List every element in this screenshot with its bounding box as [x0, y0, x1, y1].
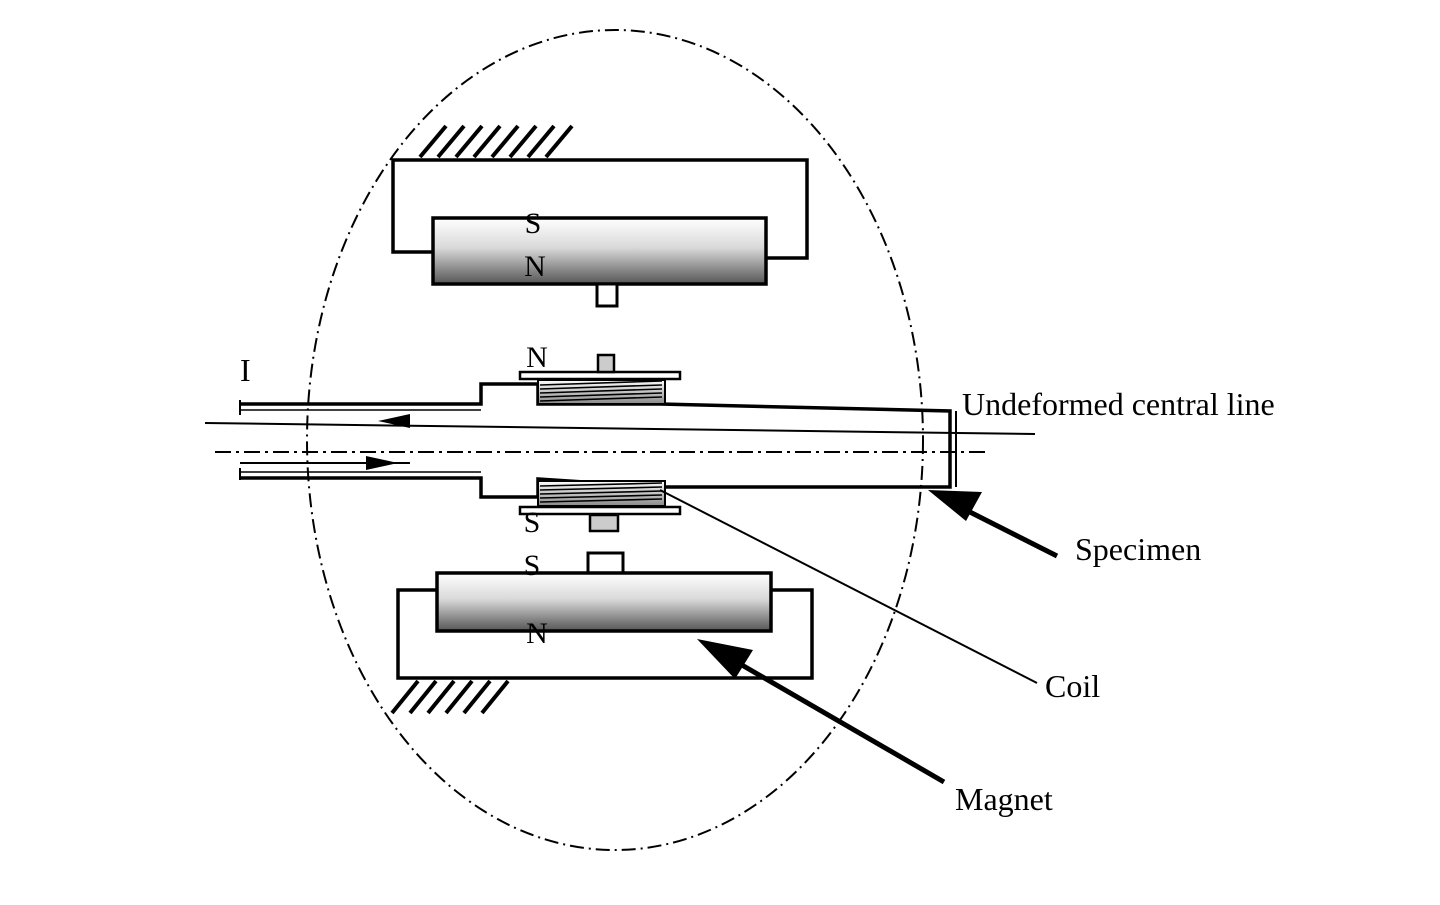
top-magnet-pole-n: N	[524, 250, 546, 283]
magnet-leader	[697, 639, 946, 785]
current-arrow-right	[366, 456, 398, 470]
upper-coil-windings	[539, 380, 663, 402]
coil-label: Coil	[1045, 668, 1100, 704]
bottom-magnet-frame	[396, 588, 814, 680]
lower-coil-windings	[539, 482, 663, 503]
current-arrow-left	[378, 414, 410, 428]
lower-coil-pole-s: S	[524, 506, 541, 539]
specimen-rod	[240, 382, 952, 499]
lower-coil-pin	[588, 513, 620, 533]
coil-leader	[659, 489, 1038, 684]
specimen-leader	[928, 490, 1059, 559]
boundary-ellipse	[306, 29, 924, 851]
upper-coil-pole-n: N	[526, 341, 548, 374]
upper-coil-pin	[596, 353, 616, 374]
top-magnet	[431, 216, 768, 286]
bottom-magnet-pole-n: N	[526, 617, 548, 650]
top-magnet-pin	[595, 282, 619, 308]
current-line	[204, 422, 1036, 435]
top-magnet-frame	[391, 158, 809, 260]
bottom-magnet	[435, 571, 773, 633]
top-magnet-pole-s: S	[525, 207, 542, 240]
bottom-ground-hatch	[390, 679, 510, 715]
magnet-label: Magnet	[955, 781, 1053, 817]
central-line-label: Undeformed central line	[962, 386, 1275, 422]
current-label: I	[240, 352, 251, 388]
bottom-magnet-pole-s: S	[524, 549, 541, 582]
lower-coil-plate	[518, 505, 682, 516]
top-ground-hatch	[418, 124, 574, 159]
specimen-label: Specimen	[1075, 531, 1201, 567]
bottom-magnet-pin	[586, 551, 625, 575]
